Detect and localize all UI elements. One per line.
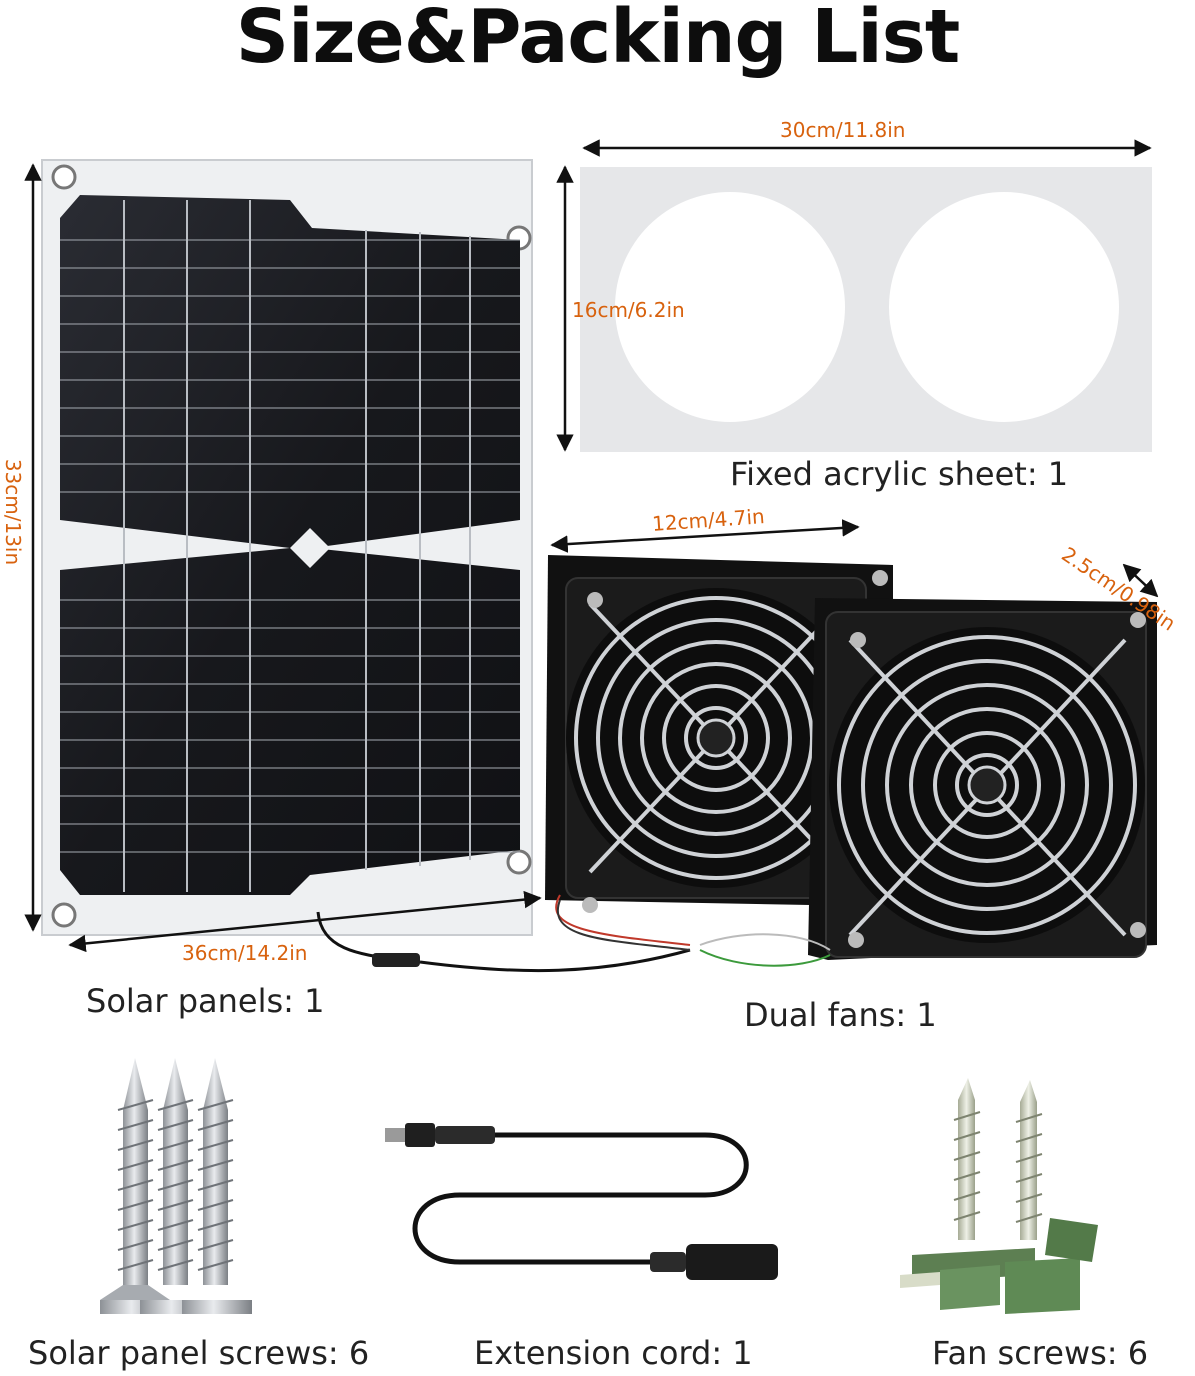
extension-cord-label: Extension cord: 1 [474,1334,753,1372]
solar-panel-screws-image [100,1058,252,1314]
solar-panels-label: Solar panels: 1 [86,982,325,1020]
fan-back [545,555,893,913]
extension-cord-image [385,1123,778,1280]
acrylic-width-label: 30cm/11.8in [780,118,906,142]
acrylic-sheet-image [580,167,1152,452]
panel-height-label: 33cm/13in [1,458,26,566]
acrylic-sheet-label: Fixed acrylic sheet: 1 [730,455,1069,493]
solar-panel-screws-label: Solar panel screws: 6 [28,1334,370,1372]
page-title: Size&Packing List [235,0,960,80]
fan-screws-image [900,1078,1098,1314]
fan-front [808,598,1157,960]
acrylic-height-label: 16cm/6.2in [572,298,685,322]
dual-fans-label: Dual fans: 1 [744,996,937,1034]
dual-fans-image [545,555,1157,967]
fan-screws-label: Fan screws: 6 [932,1334,1149,1372]
panel-width-label: 36cm/14.2in [182,941,308,965]
solar-panel-image [41,159,691,973]
